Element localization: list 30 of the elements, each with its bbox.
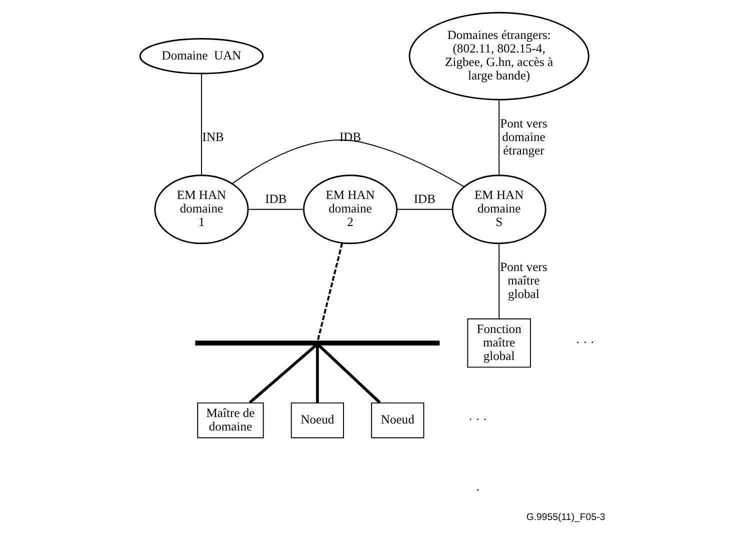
node-ellipse: Domaines étrangers: (802.11, 802.15-4, Zigbee, G.hn, accès à large bande)	[408, 12, 590, 100]
connector	[232, 140, 465, 188]
node-ellipse: Domaine UAN	[139, 38, 264, 74]
node-bar	[195, 340, 440, 346]
edge-label: IDB	[339, 130, 362, 144]
edge-label: INB	[202, 130, 224, 144]
connector	[498, 100, 500, 176]
connector	[396, 208, 454, 210]
node-ellipse: EM HAN domaine 1	[154, 174, 249, 244]
node-ellipse: EM HAN domaine S	[452, 174, 546, 244]
node-box: Noeud	[290, 402, 344, 438]
edge-label: IDB	[414, 192, 436, 206]
edge-label: Pont vers domaine étranger	[500, 116, 548, 158]
connector	[316, 243, 344, 342]
edge-label: Pont vers maître global	[500, 260, 548, 302]
connector	[248, 208, 304, 210]
edge-label: IDB	[265, 192, 287, 206]
node-ellipse: EM HAN domaine 2	[303, 174, 398, 244]
caption: G.9955(11)_F05-3	[526, 512, 606, 523]
connector	[316, 345, 319, 403]
node-box: Maître de domaine	[197, 402, 264, 438]
label: ·	[476, 483, 480, 498]
node-box: Noeud	[371, 402, 424, 438]
connector	[248, 344, 318, 404]
connector	[201, 73, 202, 176]
connector	[318, 344, 381, 404]
label: · · ·	[468, 412, 488, 427]
label: · · ·	[576, 335, 594, 350]
connector	[498, 243, 500, 320]
node-box: Fonction maître global	[467, 318, 531, 368]
